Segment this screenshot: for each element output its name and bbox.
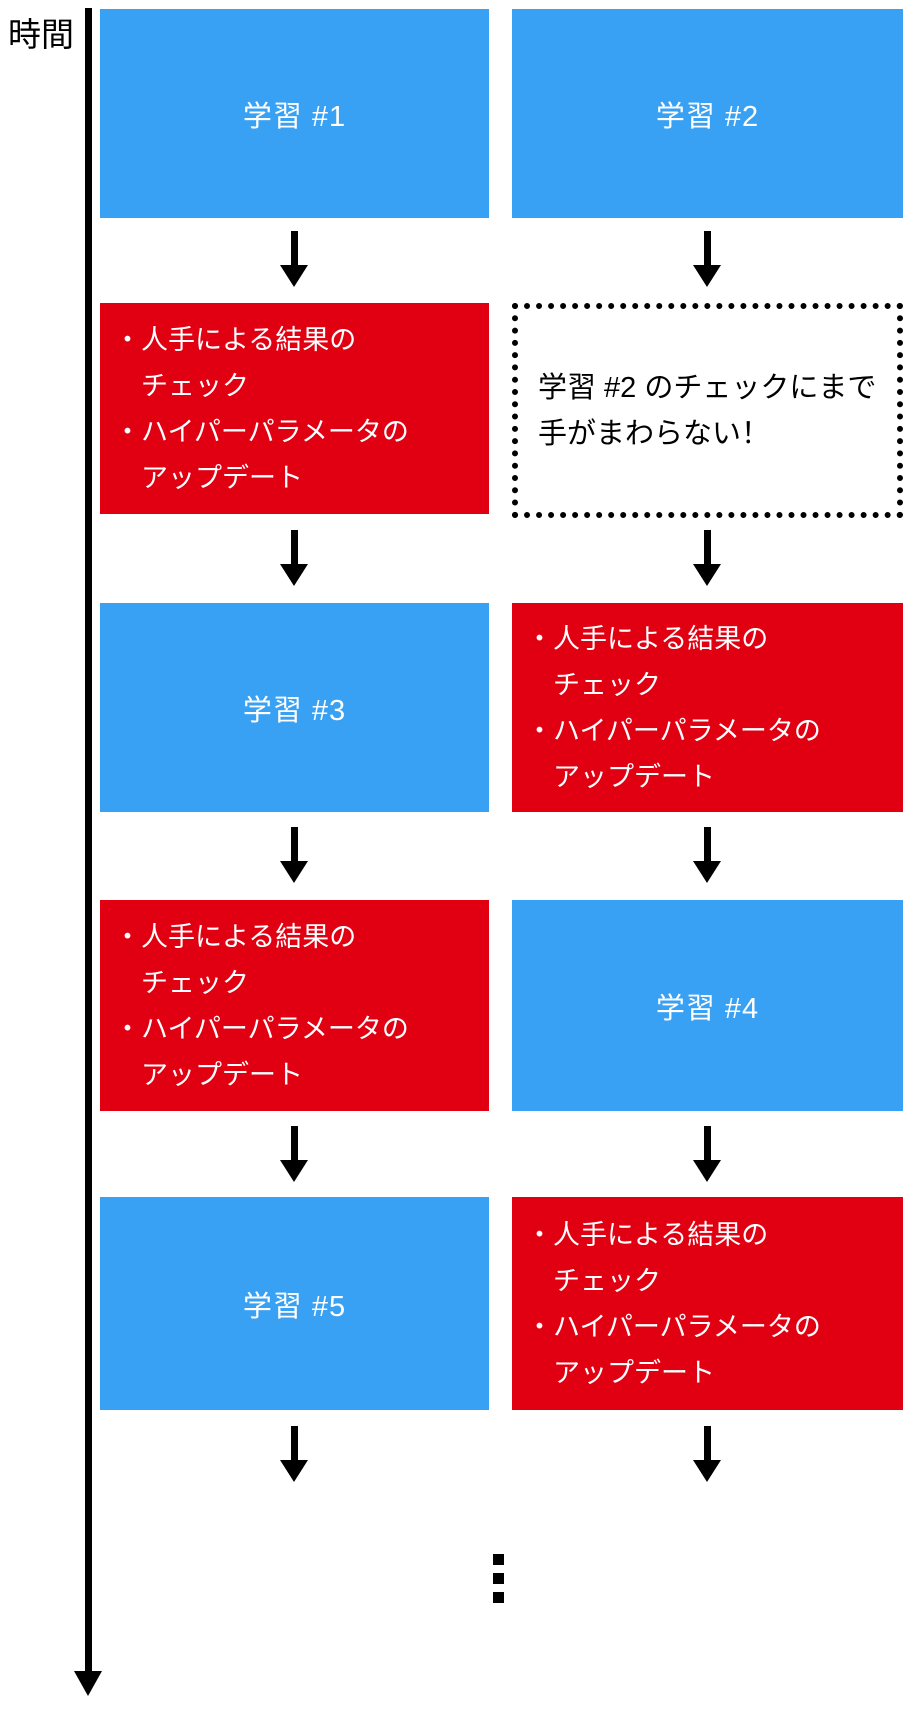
train-box-2-label: 学習 #2 [655, 100, 760, 133]
check-item-line: ・人手による結果の [114, 921, 357, 952]
check-item-line: チェック [553, 1265, 661, 1296]
time-axis-arrowhead-icon [74, 1671, 102, 1696]
bullet-glyph: ・ [526, 1311, 553, 1342]
check-item-line: ・ハイパーパラメータの [526, 715, 821, 746]
check-item-line: チェック [553, 669, 661, 700]
ellipsis-dot [493, 1554, 504, 1565]
train-box-1: 学習 #1 [100, 9, 489, 218]
arrow-down-icon [280, 530, 308, 586]
check-item-line: アップデート [553, 1357, 715, 1388]
check-box-3: ・人手による結果の チェック ・ハイパーパラメータの アップデート [100, 900, 489, 1111]
arrow-down-icon [693, 231, 721, 287]
bullet-glyph: ・ [114, 416, 141, 447]
overflow-note-box: 学習 #2 のチェックにまで 手がまわらない！ [512, 303, 903, 518]
check-item-line: アップデート [141, 1059, 303, 1090]
arrow-down-icon [280, 231, 308, 287]
check-item-line: ・人手による結果の [526, 1219, 769, 1250]
arrow-down-icon [693, 827, 721, 883]
train-box-2: 学習 #2 [512, 9, 903, 218]
check-item-line: チェック [141, 370, 249, 401]
check-item-line: ・ハイパーパラメータの [114, 1013, 409, 1044]
check-item-line: アップデート [141, 462, 303, 493]
vertical-ellipsis-icon [493, 1554, 504, 1611]
overflow-note-line: 学習 #2 のチェックにまで [538, 371, 877, 404]
train-box-4-label: 学習 #4 [655, 992, 760, 1025]
bullet-glyph: ・ [114, 1013, 141, 1044]
check-box-1: ・人手による結果の チェック ・ハイパーパラメータの アップデート [100, 303, 489, 514]
bullet-glyph: ・ [526, 715, 553, 746]
check-item-line: チェック [141, 967, 249, 998]
arrow-down-icon [693, 1126, 721, 1182]
ellipsis-dot [493, 1592, 504, 1603]
train-box-3-label: 学習 #3 [242, 694, 347, 727]
bullet-glyph: ・ [526, 1219, 553, 1250]
check-item-line: ・ハイパーパラメータの [114, 416, 409, 447]
ellipsis-dot [493, 1573, 504, 1584]
train-box-5-label: 学習 #5 [242, 1290, 347, 1323]
check-item-line: ・人手による結果の [526, 623, 769, 654]
check-item-line: ・人手による結果の [114, 324, 357, 355]
arrow-down-icon [693, 1426, 721, 1482]
check-item-line: ・ハイパーパラメータの [526, 1311, 821, 1342]
train-box-5: 学習 #5 [100, 1197, 489, 1410]
time-axis-line [85, 8, 92, 1672]
arrow-down-icon [693, 530, 721, 586]
check-box-2: ・人手による結果の チェック ・ハイパーパラメータの アップデート [512, 603, 903, 812]
time-axis-label: 時間 [8, 16, 74, 53]
check-item-line: アップデート [553, 761, 715, 792]
train-box-1-label: 学習 #1 [242, 100, 347, 133]
train-box-4: 学習 #4 [512, 900, 903, 1111]
overflow-note-line: 手がまわらない！ [538, 417, 771, 450]
bullet-glyph: ・ [526, 623, 553, 654]
train-box-3: 学習 #3 [100, 603, 489, 812]
bullet-glyph: ・ [114, 921, 141, 952]
bullet-glyph: ・ [114, 324, 141, 355]
arrow-down-icon [280, 1126, 308, 1182]
arrow-down-icon [280, 827, 308, 883]
arrow-down-icon [280, 1426, 308, 1482]
check-box-4: ・人手による結果の チェック ・ハイパーパラメータの アップデート [512, 1197, 903, 1410]
